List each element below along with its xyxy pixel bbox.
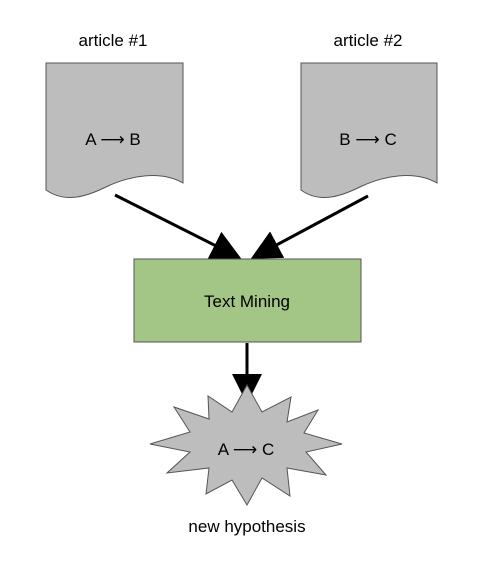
hypothesis-node: A ⟶ C [149,383,343,506]
text-mining-box [133,258,362,343]
article-2-title: article #2 [334,31,403,50]
hypothesis-starburst-shape [149,383,343,506]
hypothesis-caption: new hypothesis [188,517,305,536]
article-1-content: A ⟶ B [85,130,141,149]
article-1-document-shape [45,62,184,198]
article-1-title: article #1 [79,31,148,50]
text-mining-node: Text Mining [133,258,362,343]
article-1-node: article #1 A ⟶ B [45,31,184,198]
hypothesis-content: A ⟶ C [218,440,275,459]
arrow-article-2-to-text-mining [250,194,369,259]
text-mining-label: Text Mining [204,292,290,311]
article-2-document-shape [300,62,438,198]
article-2-content: B ⟶ C [339,130,396,149]
article-2-node: article #2 B ⟶ C [300,31,438,198]
arrow-article-1-to-text-mining [114,193,242,259]
